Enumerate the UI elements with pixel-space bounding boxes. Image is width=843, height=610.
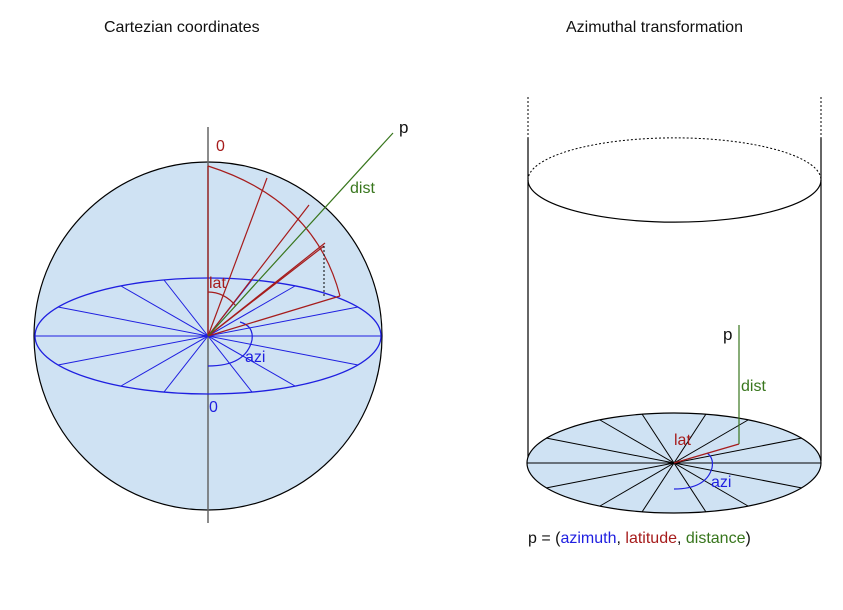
formula-azimuth: azimuth [560, 530, 617, 547]
latitude-line [673, 443, 740, 464]
azimuth-arc [673, 452, 714, 490]
coordinate-formula: p = (azimuth, latitude, distance) [528, 530, 751, 548]
dist-label: dist [350, 180, 375, 197]
azimuth-arc [207, 321, 253, 367]
formula-separator: , [616, 530, 626, 547]
formula-distance: distance [685, 530, 746, 547]
formula-suffix: ) [745, 530, 751, 547]
formula-latitude: latitude [625, 530, 677, 547]
distance-line [207, 132, 394, 337]
lat-label: lat [209, 275, 226, 292]
latitude-wedge [207, 165, 341, 337]
latitude-arc [207, 291, 237, 307]
zero-top-label: 0 [216, 138, 225, 155]
azimuthal-diagram: p dist lat azi [526, 97, 822, 514]
point-label: p [399, 118, 408, 137]
dist-label: dist [741, 378, 766, 395]
formula-separator: , [676, 530, 686, 547]
point-label: p [723, 325, 732, 344]
lat-label: lat [674, 432, 691, 449]
azi-label: azi [711, 474, 731, 491]
zero-bottom-label: 0 [209, 399, 218, 416]
azi-label: azi [245, 349, 265, 366]
azimuthal-title: Azimuthal transformation [566, 19, 743, 36]
top-ellipse-front [527, 179, 822, 223]
cartesian-title: Cartezian coordinates [104, 19, 260, 36]
cartesian-diagram: p dist lat azi 0 0 [33, 118, 408, 523]
top-ellipse-back [527, 137, 822, 181]
formula-prefix: p = ( [528, 530, 561, 547]
